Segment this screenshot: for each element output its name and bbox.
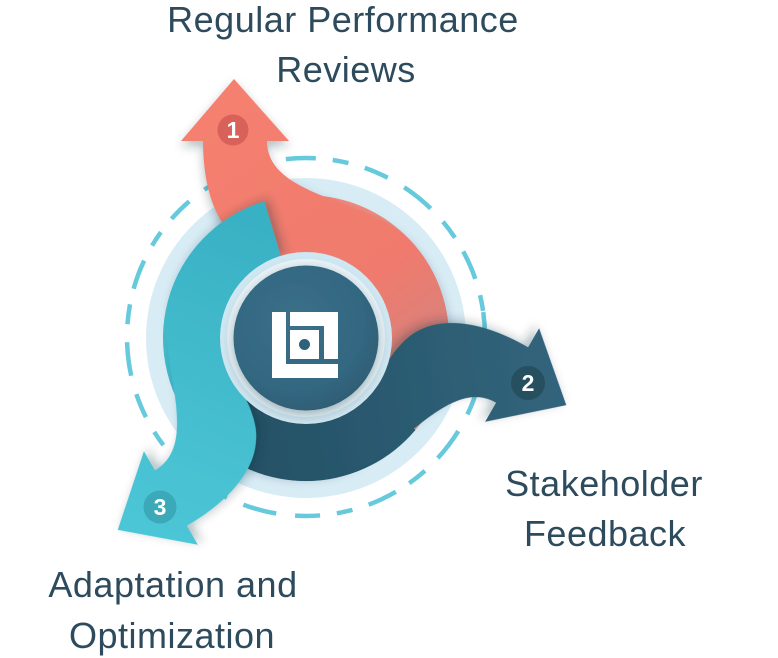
step-2-label-line1: Stakeholder — [505, 463, 703, 504]
step-1-badge-circle — [217, 114, 249, 146]
step-3-label: Adaptation and Optimization — [48, 564, 297, 656]
step-1-label: Regular Performance Reviews — [167, 0, 519, 90]
step-2-arrow — [208, 323, 567, 481]
step-3-label-line2: Optimization — [69, 615, 275, 656]
step-1-badge: 1 — [217, 114, 249, 146]
step-3-badge: 3 — [143, 490, 177, 524]
step-1-label-line2: Reviews — [276, 49, 416, 90]
step-3-badge-number: 3 — [154, 494, 167, 520]
step-2-badge-circle — [511, 366, 545, 400]
step-2-arrow-group — [208, 323, 567, 481]
step-2-badge: 2 — [511, 366, 545, 400]
logo-left-bar — [272, 312, 286, 378]
logo-bottom-bar — [272, 364, 338, 378]
step-2-label: Stakeholder Feedback — [505, 463, 703, 554]
step-1-badge-number: 1 — [227, 117, 240, 143]
step-2-label-line2: Feedback — [524, 513, 687, 554]
logo-dot — [299, 339, 310, 350]
dashed-border-circle — [124, 155, 488, 519]
step-2-badge-number: 2 — [522, 370, 535, 396]
logo-right-bar — [324, 312, 338, 359]
step-3-badge-circle — [143, 490, 177, 524]
lucid-logo — [272, 312, 338, 378]
step-1-label-line1: Regular Performance — [167, 0, 519, 40]
step-3-arrow-group — [117, 201, 281, 545]
step-1-arrow — [181, 79, 449, 371]
step-3-arrow — [117, 201, 281, 545]
step-3-label-line1: Adaptation and — [48, 564, 297, 605]
